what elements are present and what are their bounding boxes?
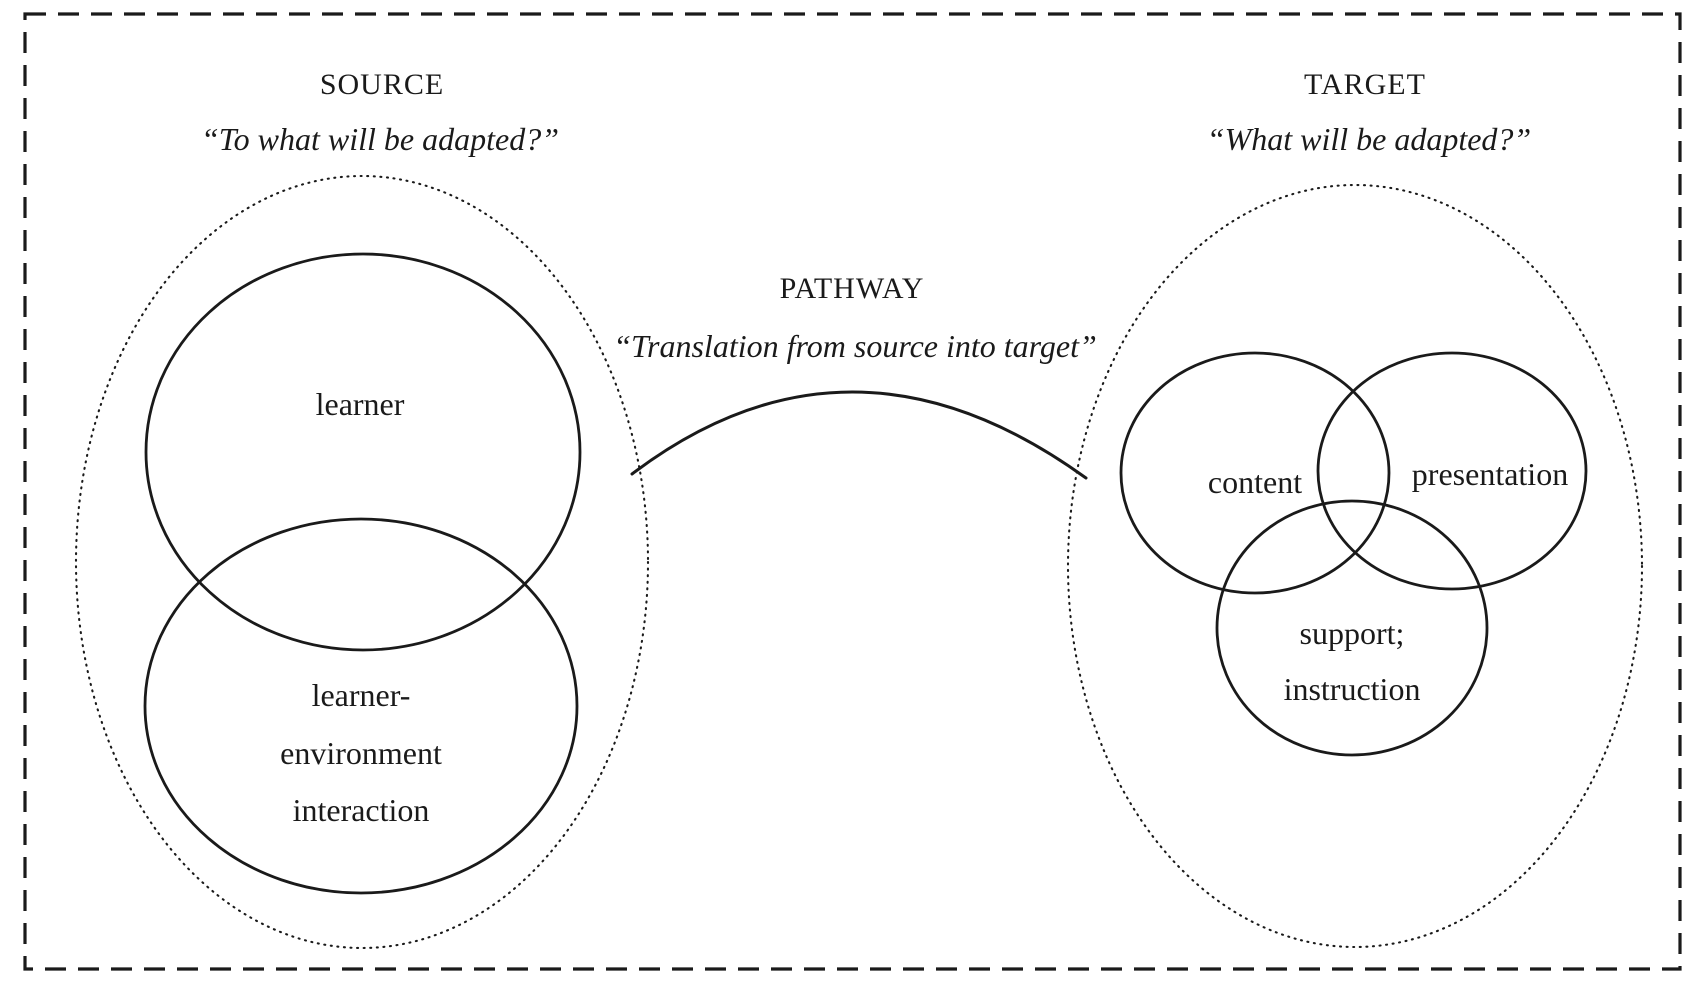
presentation-label: presentation: [1412, 456, 1568, 492]
outer-dashed-border: [23, 12, 1682, 971]
source-dotted-ellipse: [74, 174, 650, 950]
learner-environment-label-line2: environment: [280, 735, 442, 771]
target-quote: “What will be adapted?”: [1207, 121, 1531, 157]
source-group: SOURCE “To what will be adapted?” learne…: [74, 68, 650, 950]
support-instruction-label-line2: instruction: [1284, 671, 1421, 707]
learner-label: learner: [316, 386, 405, 422]
support-instruction-label-line1: support;: [1300, 615, 1405, 651]
target-group: TARGET “What will be adapted?” content p…: [1066, 68, 1644, 949]
target-title: TARGET: [1304, 68, 1426, 101]
content-circle: [1119, 351, 1391, 595]
target-dotted-ellipse: [1066, 183, 1644, 949]
content-label: content: [1208, 464, 1302, 500]
learner-circle: [144, 252, 582, 652]
learner-environment-label-line3: interaction: [293, 792, 430, 828]
pathway-quote: “Translation from source into target”: [613, 328, 1097, 364]
learner-environment-circle: [143, 517, 579, 895]
learner-environment-label-line1: learner-: [312, 677, 411, 713]
presentation-circle: [1316, 351, 1588, 591]
source-quote: “To what will be adapted?”: [201, 121, 559, 157]
pathway-connector-arc: [630, 390, 1088, 480]
source-title: SOURCE: [320, 68, 444, 101]
pathway-group: PATHWAY “Translation from source into ta…: [613, 272, 1097, 480]
support-instruction-circle: [1215, 499, 1489, 757]
pathway-title: PATHWAY: [780, 272, 925, 305]
